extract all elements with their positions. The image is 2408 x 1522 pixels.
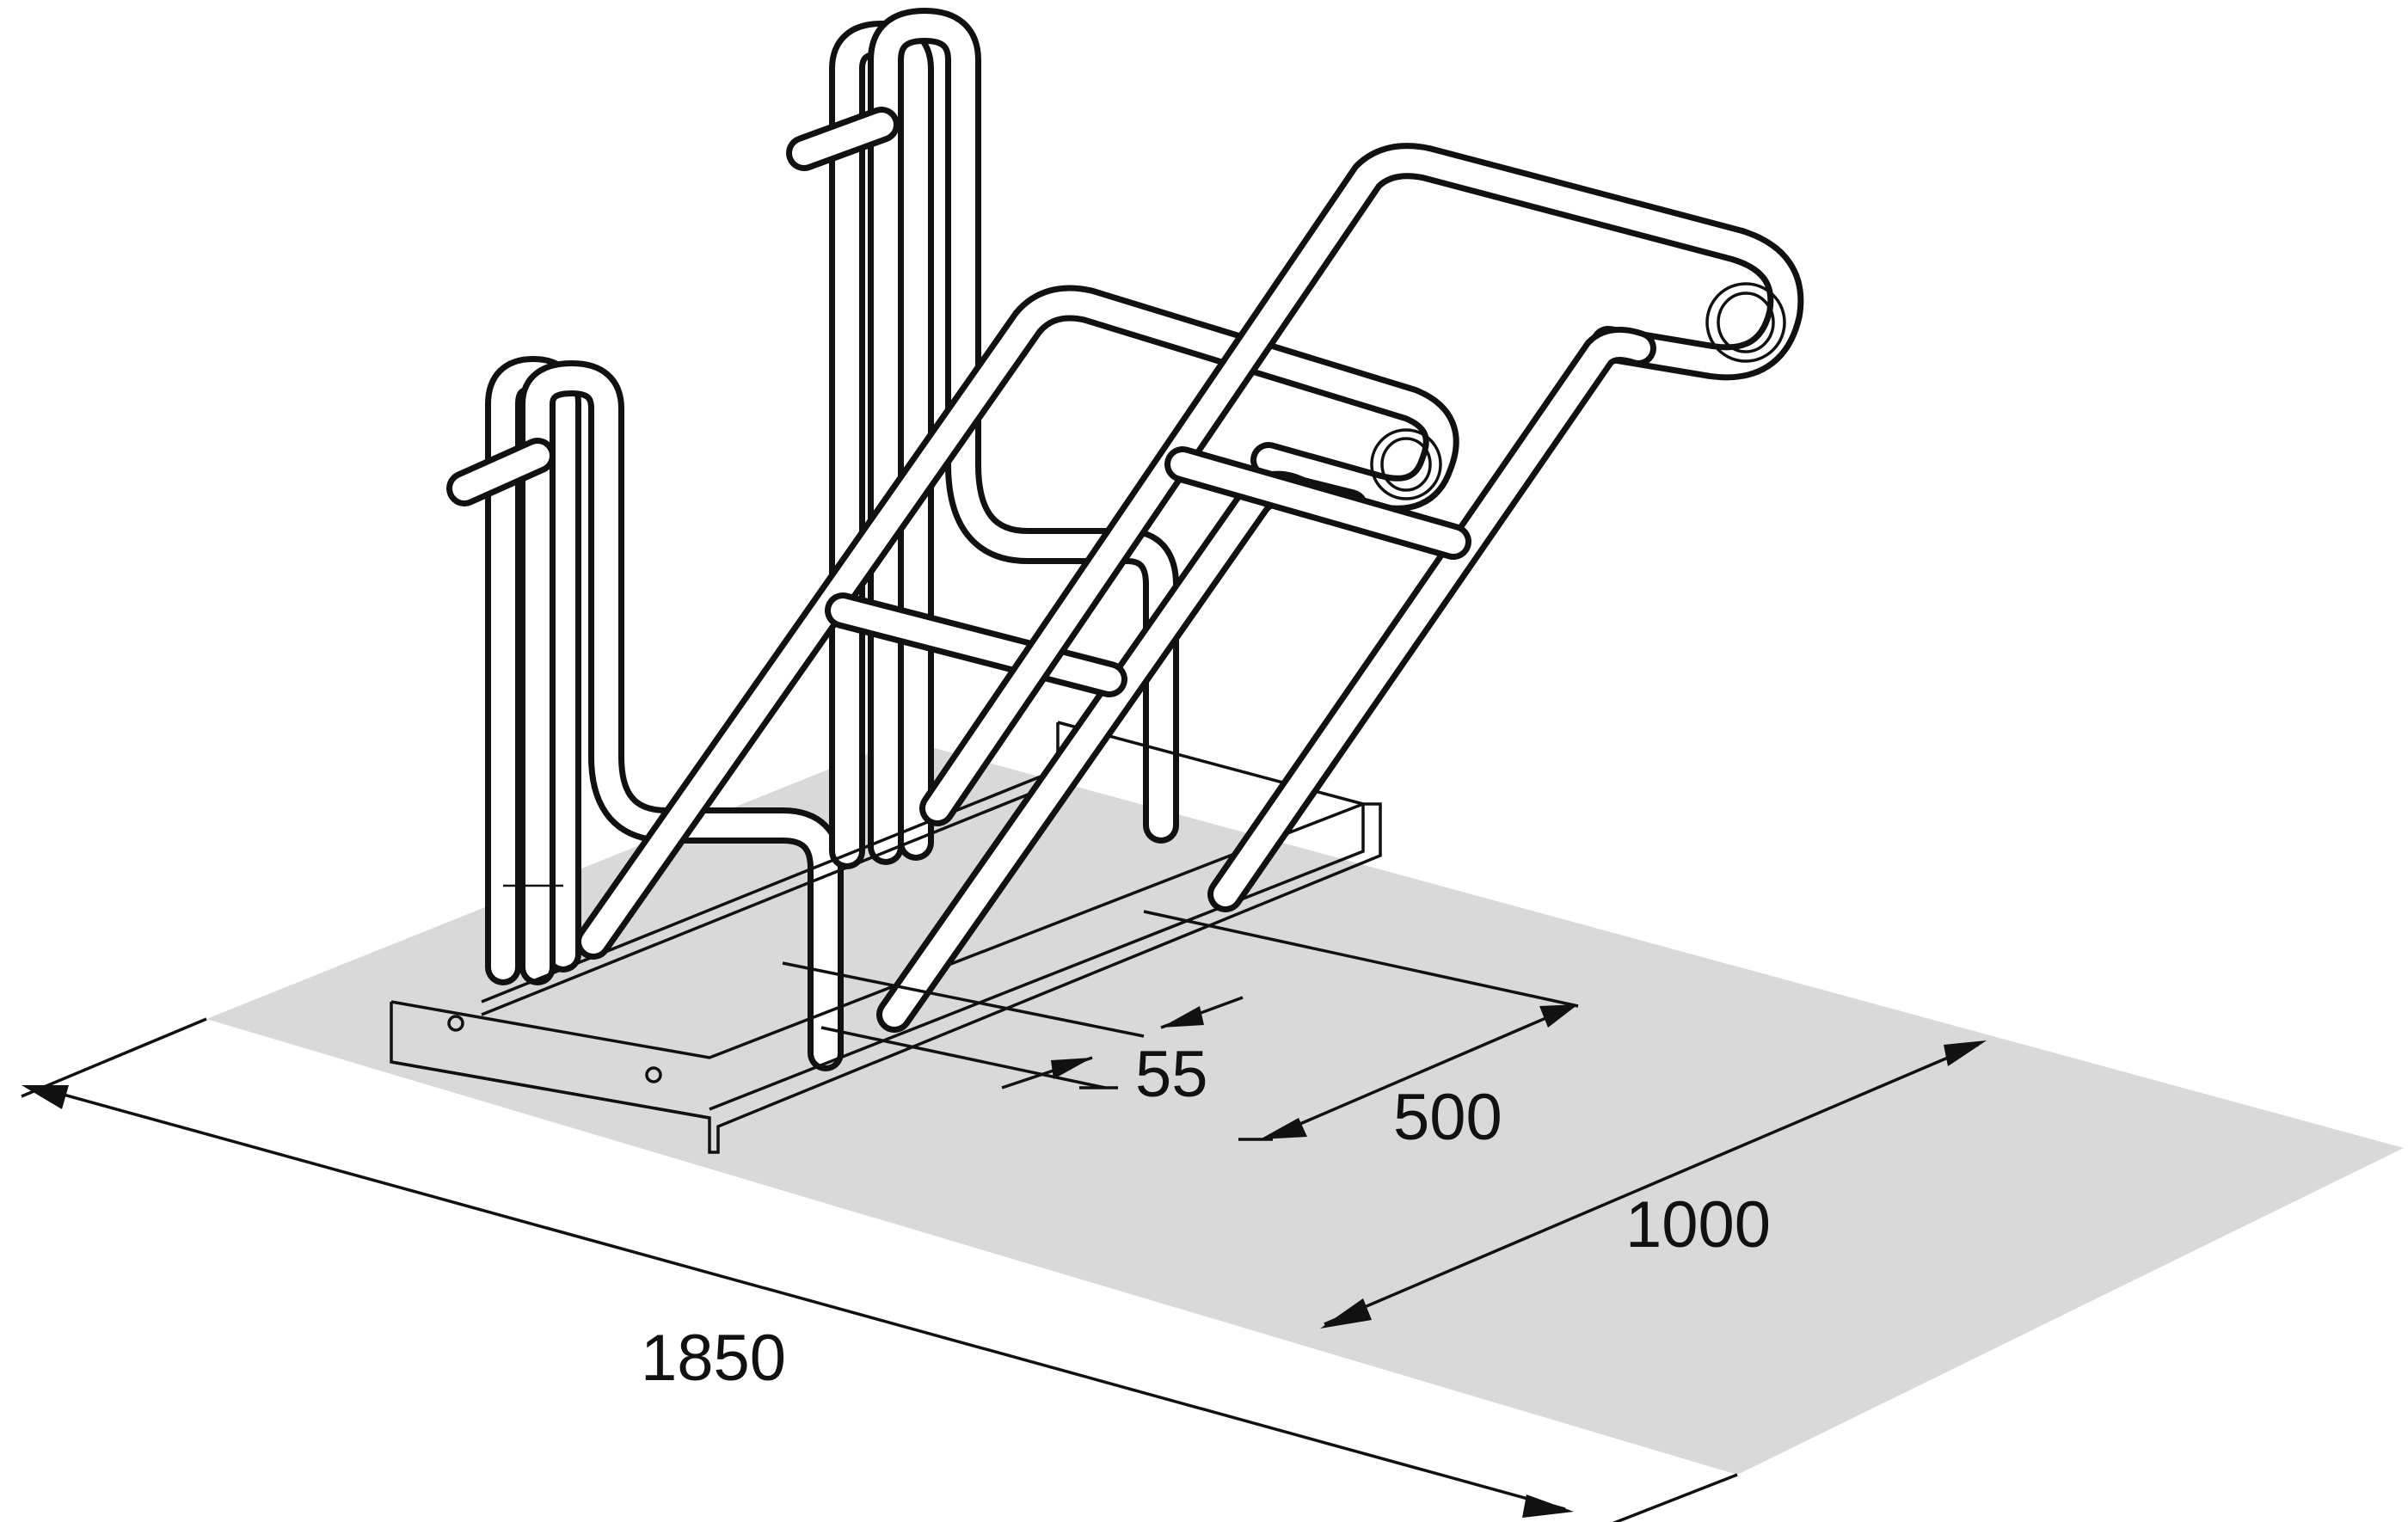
dimension-spacing: 500: [1393, 1081, 1502, 1154]
dimension-depth: 1000: [1625, 1188, 1771, 1261]
front-stand-2: [919, 143, 1804, 912]
dimension-wheel-gap: 55: [1135, 1038, 1208, 1111]
dimension-length: 1850: [641, 1322, 786, 1395]
floor-area: [206, 740, 2404, 1475]
back-stand: [446, 356, 844, 1071]
rear-tall-stand: [786, 8, 1179, 869]
dimension-lines: [21, 910, 1987, 1522]
